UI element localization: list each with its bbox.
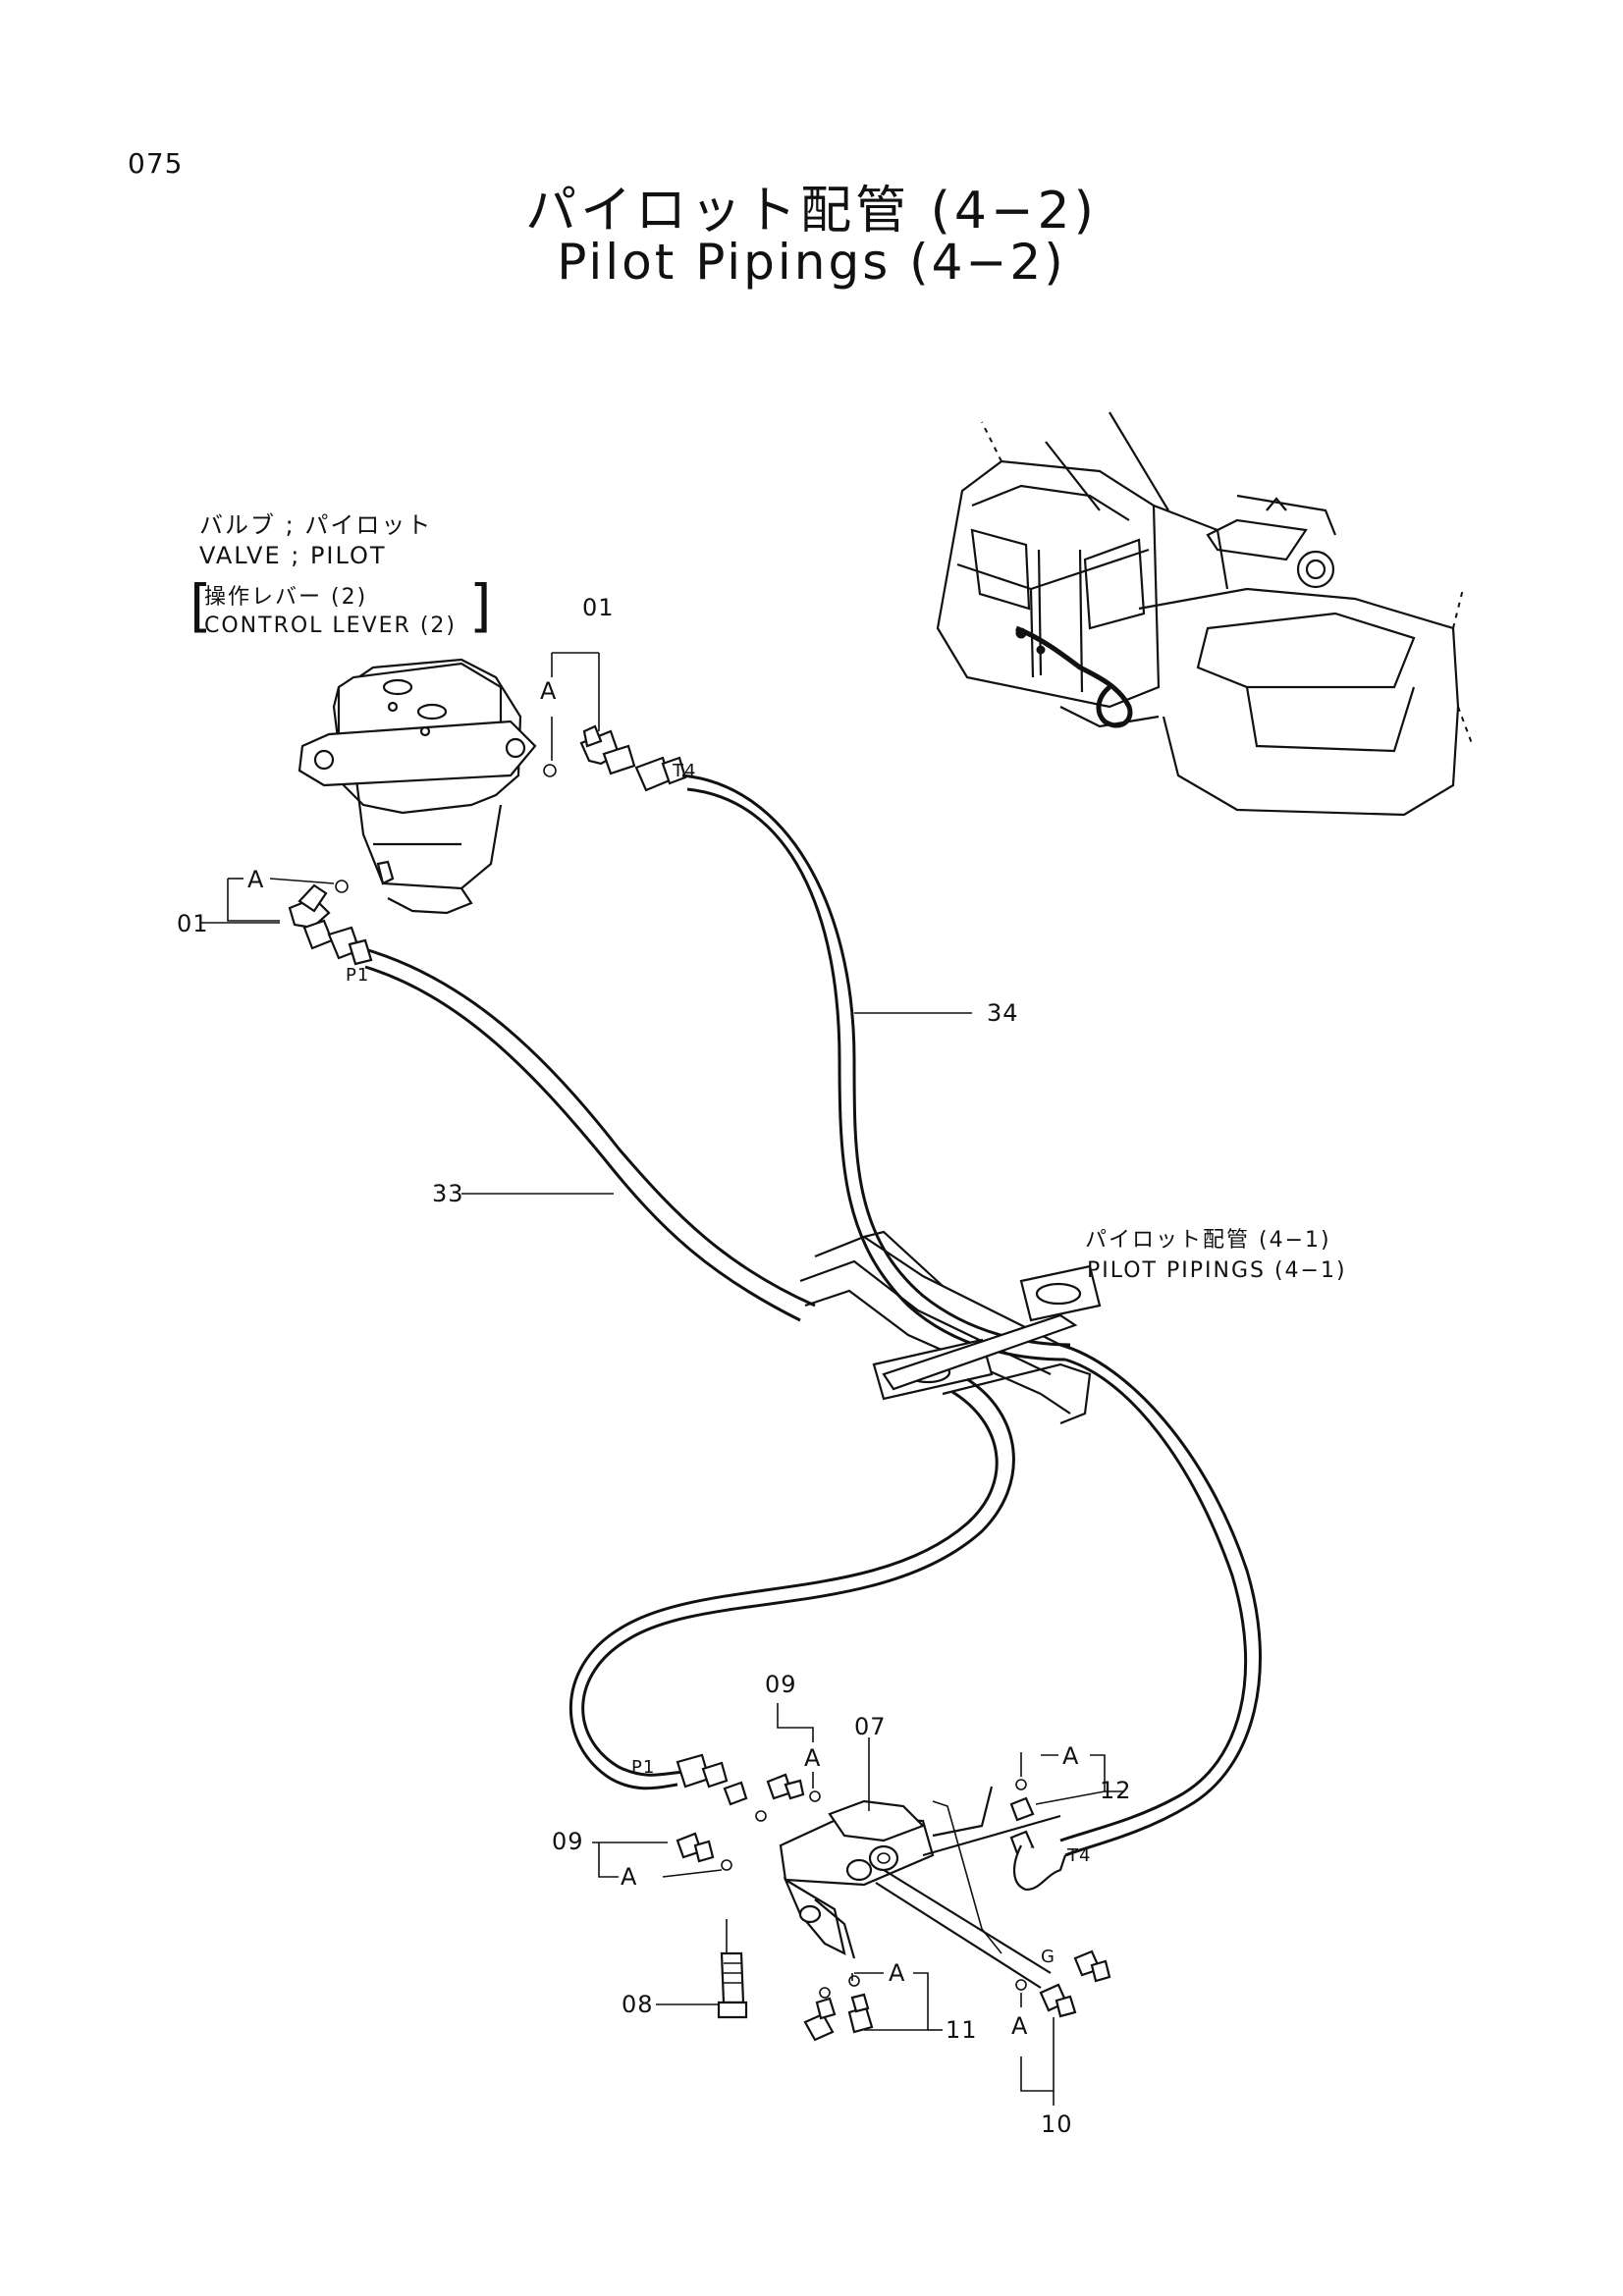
- hose-clamp-illustration: [799, 1230, 1102, 1425]
- part-label-09-top: 09: [765, 1671, 797, 1698]
- callout-a-12: A: [1062, 1742, 1080, 1770]
- p1-lower-fitting: [676, 1753, 748, 1806]
- part-label-01-top: 01: [582, 594, 615, 621]
- part-label-12: 12: [1100, 1777, 1132, 1804]
- pilot-valve-caption-en: VALVE ; PILOT: [199, 542, 387, 569]
- bracket-right: ]: [469, 572, 494, 639]
- part-label-08: 08: [622, 1991, 654, 2018]
- port-label-p1-top: P1: [346, 965, 370, 986]
- callout-a-left: A: [247, 866, 265, 893]
- control-lever-caption-en: CONTROL LEVER (2): [204, 614, 457, 638]
- reference-caption-jp: パイロット配管 (4−1): [1085, 1228, 1331, 1253]
- fittings-10: [1015, 1949, 1111, 2018]
- page-title-english: Pilot Pipings (4−2): [557, 234, 1066, 291]
- bolt-08: [717, 1951, 748, 2019]
- callout-a-10: A: [1011, 2012, 1029, 2040]
- part-label-09-left: 09: [552, 1828, 584, 1855]
- port-label-t4-bottom: T4: [1067, 1845, 1092, 1866]
- part-label-11: 11: [946, 2016, 978, 2044]
- pilot-valve-illustration: [298, 658, 537, 915]
- page-title-japanese: パイロット配管 (4−2): [525, 182, 1098, 240]
- fitting-09-top: [766, 1773, 821, 1802]
- fitting-09-left: [676, 1810, 767, 1871]
- fittings-11: [803, 1869, 1052, 2042]
- bracket-left: [: [189, 572, 214, 639]
- pilot-valve-caption-jp: バルブ ; パイロット: [199, 511, 433, 539]
- part-label-33: 33: [432, 1180, 464, 1207]
- page-number: 075: [128, 147, 184, 180]
- part-label-34: 34: [987, 999, 1019, 1027]
- part-label-01-left: 01: [177, 910, 209, 937]
- top-elbow-fitting: [543, 724, 687, 792]
- callout-a-09-left: A: [621, 1863, 638, 1891]
- port-label-t4-top: T4: [673, 761, 697, 781]
- part-label-10: 10: [1041, 2110, 1073, 2138]
- part-label-07: 07: [854, 1713, 887, 1740]
- leader-lines: [201, 652, 1124, 2106]
- reference-caption-en: PILOT PIPINGS (4−1): [1087, 1258, 1347, 1283]
- callout-a-top: A: [540, 677, 558, 705]
- excavator-overview-illustration: [936, 411, 1474, 817]
- callout-a-09-top: A: [804, 1744, 822, 1772]
- port-label-p1-bottom: P1: [631, 1757, 656, 1778]
- left-elbow-fitting: [288, 880, 373, 966]
- port-label-g: G: [1041, 1947, 1055, 1967]
- control-lever-caption-jp: 操作レバー (2): [204, 585, 368, 610]
- fittings-12: [1009, 1779, 1067, 1892]
- callout-a-11: A: [889, 1959, 906, 1987]
